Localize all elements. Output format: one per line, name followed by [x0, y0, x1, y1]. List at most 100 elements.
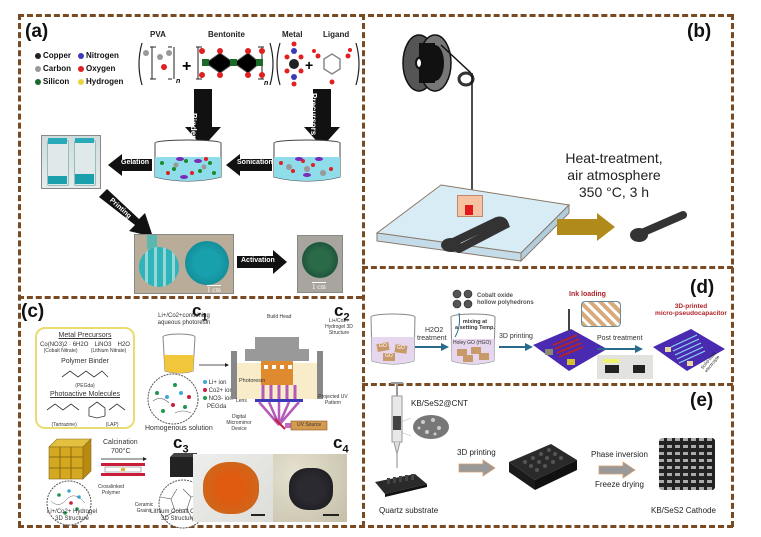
vial-right-gel: [75, 174, 94, 184]
vial-left-cap: [48, 138, 67, 144]
syringe-icon: [391, 382, 403, 468]
ceramic-grains-label: Ceramic Grains: [134, 502, 154, 514]
lco-lattice: [289, 468, 333, 510]
heat-treatment-arrow-icon: [557, 213, 615, 241]
quartz-substrate-label: Quartz substrate: [379, 506, 439, 515]
activated-lattice: [302, 242, 338, 278]
holey-go-label: Holey GO (HGO): [453, 340, 492, 346]
oxygen-dot-icon: [78, 65, 84, 72]
heat-treatment-line3: 350 °C, 3 h: [578, 184, 650, 200]
sublabel-c2-letter: c: [334, 301, 344, 320]
cathode-grid: [659, 438, 715, 490]
gel-vials-photo: [41, 135, 101, 189]
vial-right-cap: [75, 138, 94, 143]
water-formula: H2O: [117, 342, 130, 349]
sublabel-c4: c4: [333, 433, 349, 455]
post-treatment-arrow-icon: [597, 345, 643, 353]
lco-photo: [273, 454, 347, 522]
dlp-printer-diagram: [199, 337, 328, 431]
frame-top-border: [18, 14, 733, 17]
pva-label: PVA: [150, 30, 166, 39]
go-label-1: GO: [379, 343, 387, 349]
copper-dot-icon: [35, 52, 41, 59]
product-line2: micro-pseudocapacitor: [655, 310, 727, 318]
lithium-nitrate-formula: LiNO3: [94, 342, 112, 349]
pva-bentonite-structure: n + n: [138, 42, 274, 87]
homogenous-solution-circle: [147, 373, 199, 425]
ion-legend-no3: NO3- ion: [203, 396, 233, 403]
ion-legend-pegda: PEGda: [207, 404, 226, 411]
pegda-label: (PEGda): [75, 382, 95, 389]
cnt-inset: [400, 415, 449, 439]
cobalt-nitrate-formula: Co(NO3)2 · 6H2O: [40, 342, 89, 349]
legend-label: Carbon: [43, 64, 71, 73]
micro-pseudocapacitor: [653, 329, 725, 371]
sublabel-c1-letter: c: [192, 301, 202, 320]
projected-uv-label: Projected UV Pattern: [318, 394, 348, 406]
filament-spool-icon: [402, 34, 475, 92]
mixing-line2: a setting Temp.: [455, 325, 495, 332]
go-label-2: GO: [397, 345, 405, 351]
sublabel-c3: c3: [173, 433, 189, 455]
ink-loading-label: Ink loading: [569, 291, 606, 298]
panel-label-b: (b): [687, 21, 712, 42]
lco-caption-line2: 3D Structure: [161, 515, 195, 522]
polymer-binder-heading: Polymer Binder: [61, 357, 109, 365]
sublabel-c3-index: 3: [182, 443, 189, 456]
lap-label: (LAP): [105, 421, 119, 428]
phase-inversion-arrow-icon: [598, 461, 636, 479]
nitrogen-dot-icon: [78, 52, 84, 59]
cobalt-nitrate-name: (Cobalt Nitrate): [43, 347, 78, 354]
homogenous-solution-caption: Homogenous solution: [145, 425, 213, 432]
activation-label: Activation: [241, 257, 275, 264]
go-beaker: [370, 313, 416, 365]
sublabel-c1-index: 1: [201, 311, 208, 324]
ion-legend-li: Li+ ion: [203, 380, 227, 387]
uv-source-label: UV Source: [297, 422, 322, 428]
calcination-label: Calcination: [103, 439, 138, 446]
lco-caption-line1: Lithium Cobalt Oxide: [150, 509, 206, 515]
activated-lattice-photo: 1 cm: [297, 235, 343, 293]
photoresin-title: Li+/Co2+containing aqueous photoresin: [157, 313, 211, 326]
heat-treatment-line2: air atmosphere: [567, 167, 661, 183]
binders-arrow-icon: [185, 89, 221, 147]
tartrazine-label: (Tartrazine): [51, 421, 77, 428]
vial-left-gel: [48, 176, 67, 184]
crosslinked-polymer-label: Crosslinked Polymer: [97, 484, 125, 496]
divider-b-d: [362, 266, 733, 269]
frame-bottom-border: [18, 525, 733, 528]
photoresin-beaker: [162, 333, 196, 374]
printing-nozzle: [147, 235, 157, 249]
h2o2-arrow-icon: [415, 343, 449, 351]
device-1-top: [603, 359, 619, 363]
panel-label-c: (c): [21, 301, 45, 322]
cobalt-oxide-line1: Cobalt oxide: [477, 293, 514, 299]
cobalt-oxide-polyhedrons-icon: [452, 289, 473, 309]
calcination-temp: 700°C: [111, 448, 131, 455]
sublabel-c2-index: 2: [343, 311, 350, 324]
build-head-label: Build Head: [267, 314, 292, 320]
hgo-beaker: [450, 312, 496, 365]
printed-part: [441, 216, 510, 253]
panel-a: (a) Copper Nitrogen Carbon Oxygen Silico…: [21, 17, 361, 295]
ion-legend-co: Co2+ ion: [203, 388, 233, 395]
heat-treatment-line1: Heat-treatment,: [565, 150, 663, 166]
metal-label: Metal: [282, 30, 303, 39]
pva-n-subscript: n: [176, 78, 180, 85]
panel-label-e: (e): [690, 390, 714, 411]
panel-label-a: (a): [25, 21, 49, 42]
ink-inset: [581, 301, 621, 327]
pegda-structure: [61, 370, 109, 378]
legend-item-oxygen: Oxygen: [78, 64, 115, 73]
divider-d-e: [362, 383, 733, 386]
mixing-line1: mixing at: [462, 319, 488, 325]
legend-label: Copper: [43, 51, 71, 60]
legend-label: Hydrogen: [86, 77, 124, 86]
product-line1: 3D-printed: [674, 303, 708, 310]
panel-d: (d) GO GO GO H2O2 treatment Cobalt oxide…: [365, 269, 731, 382]
panel-e: (e) KB/SeS2@CNT Quartz substrate 3D prin…: [365, 382, 731, 524]
precursor-box: Metal Precursors Co(NO3)2 · 6H2O LiNO3 H…: [35, 327, 135, 429]
printed-lattice: [509, 444, 577, 490]
panel-label-d: (d): [690, 277, 715, 298]
material-label: KB/SeS2@CNT: [411, 399, 469, 408]
